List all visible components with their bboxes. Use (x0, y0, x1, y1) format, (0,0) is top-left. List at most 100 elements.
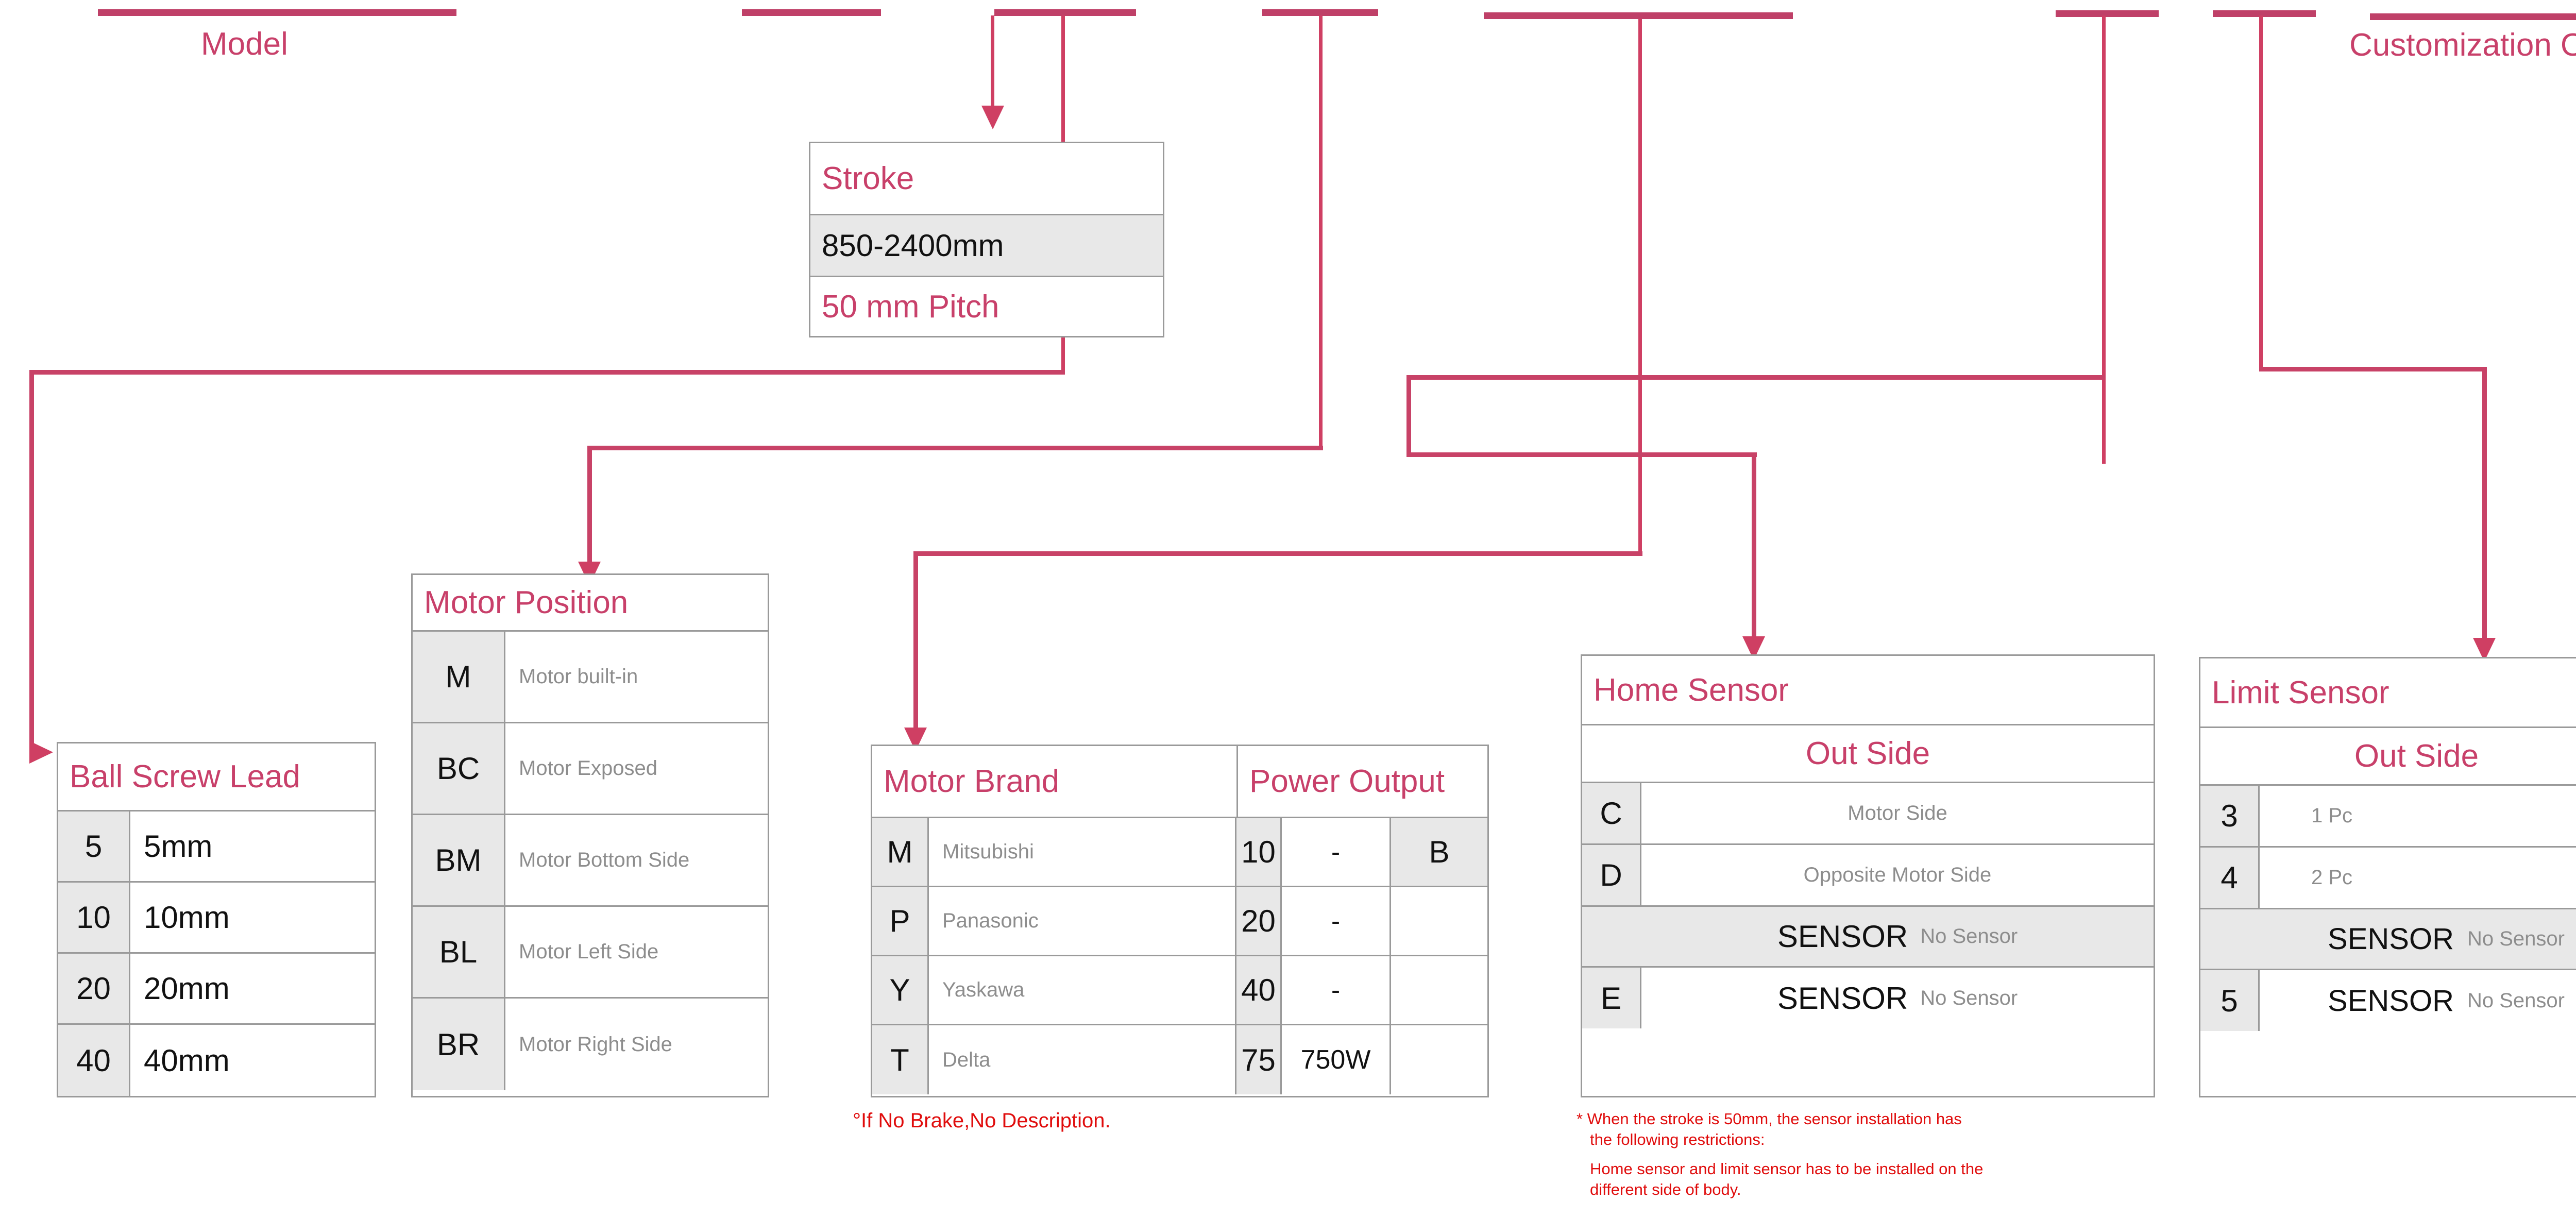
motor-position-desc: Motor Bottom Side (519, 849, 690, 871)
sensor-note-line3: Home sensor and limit sensor has to be i… (1590, 1159, 1984, 1178)
limit-sensor-table: Limit Sensor Out Side 3 1 Pc 4 2 Pc SENS… (2199, 657, 2576, 1097)
limit-sensor-desc: 2 Pc (2311, 866, 2353, 889)
limit-sensor-code[interactable]: 4 (2200, 848, 2260, 908)
limit-sensor-row-placeholder (2200, 909, 2260, 969)
stroke-pitch: 50 mm Pitch (822, 289, 999, 325)
code-segment-motor-brand (1484, 12, 1793, 19)
power-output-code[interactable]: 20 (1236, 887, 1282, 955)
home-sensor-desc: Motor Side (1848, 802, 1947, 824)
motor-position-title: Motor Position (424, 585, 629, 620)
motor-position-code[interactable]: BC (413, 723, 505, 814)
motor-position-code[interactable]: BM (413, 815, 505, 905)
home-sensor-row-placeholder (1582, 907, 1641, 966)
power-output-title: Power Output (1249, 764, 1445, 799)
stroke-box: Stroke 850-2400mm 50 mm Pitch (809, 142, 1164, 337)
sensor-note-line1: * When the stroke is 50mm, the sensor in… (1577, 1110, 1962, 1128)
brake-code[interactable] (1391, 887, 1487, 955)
leader-home-horizontal2 (1406, 452, 1757, 457)
leader-brand-vertical (913, 551, 918, 742)
leader-motorpos-horizontal (587, 446, 1323, 450)
motor-brand-code[interactable]: M (872, 818, 929, 886)
power-output-desc: - (1282, 887, 1391, 955)
code-segment-limit-sensor (2213, 10, 2316, 17)
ball-screw-lead-code[interactable]: 40 (58, 1025, 130, 1096)
sensor-restriction-note: * When the stroke is 50mm, the sensor in… (1577, 1109, 1983, 1200)
home-sensor-code[interactable]: C (1582, 783, 1641, 843)
no-brake-note: °If No Brake,No Description. (853, 1109, 1111, 1132)
code-segment-home-sensor (2056, 10, 2159, 17)
limit-sensor-desc: 1 Pc (2311, 804, 2353, 827)
leader-lead-vertical-left (29, 370, 34, 752)
motor-position-code[interactable]: M (413, 632, 505, 722)
leader-lead-arrowhead (29, 741, 53, 764)
motor-brand-table: Motor Brand Power Output M Mitsubishi 10… (871, 745, 1489, 1097)
motor-brand-code[interactable]: T (872, 1025, 929, 1094)
power-output-code[interactable]: 10 (1236, 818, 1282, 886)
label-model: Model (201, 26, 288, 62)
brake-code[interactable] (1391, 1025, 1487, 1094)
leader-stroke-arrowhead (981, 106, 1004, 129)
limit-sensor-sublabel: No Sensor (2467, 927, 2565, 950)
sensor-note-line2: the following restrictions: (1590, 1130, 1765, 1149)
limit-sensor-code[interactable]: 3 (2200, 786, 2260, 846)
home-sensor-table: Home Sensor Out Side C Motor Side D Oppo… (1581, 654, 2155, 1097)
home-sensor-code[interactable]: E (1582, 968, 1641, 1028)
home-sensor-title: Home Sensor (1594, 672, 1789, 708)
limit-sensor-sublabel: No Sensor (2467, 989, 2565, 1012)
ball-screw-lead-title: Ball Screw Lead (70, 759, 301, 795)
leader-limit-horizontal (2259, 367, 2487, 371)
ball-screw-lead-desc: 20mm (144, 971, 230, 1006)
motor-position-code[interactable]: BR (413, 999, 505, 1090)
motor-brand-title: Motor Brand (872, 746, 1238, 817)
power-output-desc: 750W (1282, 1025, 1391, 1094)
home-sensor-sublabel: No Sensor (1920, 925, 2018, 948)
limit-sensor-label: SENSOR (2328, 984, 2454, 1018)
code-segment-customization (2370, 13, 2576, 20)
home-sensor-label: SENSOR (1777, 919, 1908, 954)
code-segment-model (98, 9, 456, 16)
brake-code[interactable] (1391, 956, 1487, 1024)
leader-home-vertical-top (2102, 15, 2106, 464)
leader-brand-vertical-top (1638, 19, 1642, 554)
leader-home-vertical-left (1406, 375, 1411, 455)
leader-limit-vertical-down (2482, 367, 2487, 650)
power-output-code[interactable]: 40 (1236, 956, 1282, 1024)
motor-brand-code[interactable]: P (872, 887, 929, 955)
ball-screw-lead-code[interactable]: 20 (58, 954, 130, 1023)
brake-code[interactable]: B (1391, 818, 1487, 886)
code-segment-stroke (742, 9, 881, 16)
motor-position-desc: Motor built-in (519, 665, 638, 688)
home-sensor-code[interactable]: D (1582, 845, 1641, 905)
motor-position-desc: Motor Right Side (519, 1033, 672, 1056)
limit-sensor-subtitle: Out Side (2354, 738, 2479, 774)
home-sensor-sublabel: No Sensor (1920, 986, 2018, 1009)
code-segment-lead (994, 9, 1136, 16)
leader-stroke-vertical (991, 15, 994, 113)
leader-brand-horizontal (913, 551, 1642, 556)
ball-screw-lead-table: Ball Screw Lead 5 5mm 10 10mm 20 20mm 40… (57, 742, 376, 1097)
ball-screw-lead-desc: 5mm (144, 829, 213, 864)
ball-screw-lead-code[interactable]: 5 (58, 812, 130, 881)
ball-screw-lead-desc: 10mm (144, 900, 230, 935)
ball-screw-lead-code[interactable]: 10 (58, 883, 130, 952)
home-sensor-subtitle: Out Side (1805, 736, 1930, 771)
motor-brand-code[interactable]: Y (872, 956, 929, 1024)
leader-motorpos-vertical (587, 446, 592, 574)
leader-motorpos-vertical-top (1319, 15, 1323, 448)
limit-sensor-label: SENSOR (2328, 922, 2454, 956)
limit-sensor-code[interactable]: 5 (2200, 970, 2260, 1031)
sensor-note-line4: different side of body. (1590, 1180, 1741, 1198)
leader-home-vertical-down (1752, 452, 1756, 648)
motor-position-code[interactable]: BL (413, 907, 505, 997)
leader-limit-vertical-top (2259, 15, 2263, 371)
motor-position-desc: Motor Exposed (519, 757, 658, 780)
power-output-code[interactable]: 75 (1236, 1025, 1282, 1094)
motor-brand-desc: Mitsubishi (929, 818, 1236, 886)
motor-brand-desc: Panasonic (929, 887, 1236, 955)
limit-sensor-title: Limit Sensor (2212, 674, 2389, 711)
motor-brand-desc: Yaskawa (929, 956, 1236, 1024)
code-segment-motor-position (1262, 9, 1378, 16)
home-sensor-label: SENSOR (1777, 981, 1908, 1016)
leader-lead-horizontal (29, 370, 1065, 375)
